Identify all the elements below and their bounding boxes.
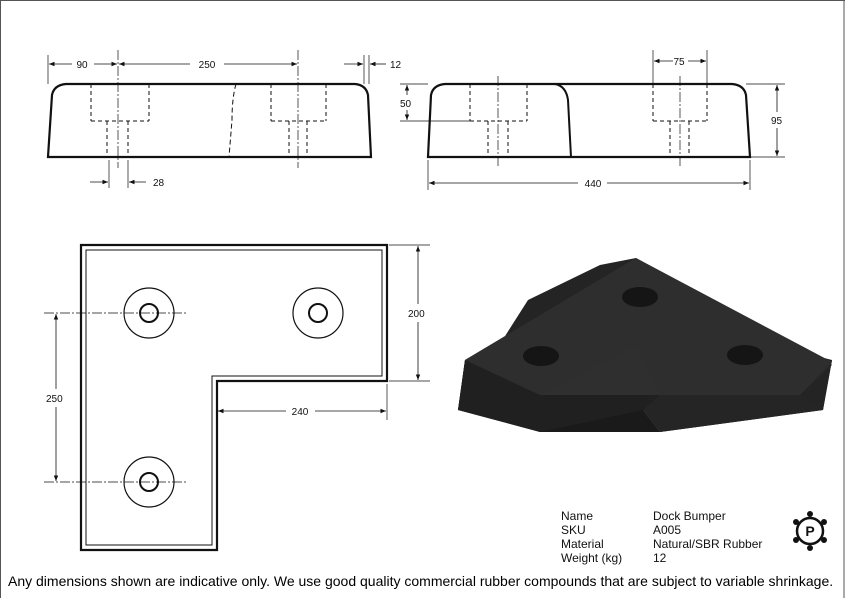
dim-label-90: 90 [76, 60, 88, 71]
dim-label-12: 12 [390, 60, 402, 71]
render-front-left-block [458, 360, 660, 432]
logo-letter: P [805, 523, 814, 539]
render-hole-left [523, 346, 559, 366]
plan-view-inner-outline [85, 249, 383, 546]
render-hole-right [727, 345, 763, 365]
dim-label-50: 50 [400, 99, 412, 110]
dim-label-250-top: 250 [199, 60, 216, 71]
dim-label-95: 95 [771, 116, 783, 127]
side-view-b-outline [426, 82, 752, 159]
side-view-b-joint [554, 83, 572, 158]
dim-label-440: 440 [585, 179, 602, 190]
side-view-a-outline [46, 82, 373, 159]
side-view-a-extension-lines [47, 55, 370, 188]
dim-label-250-plan: 250 [46, 394, 63, 405]
side-view-a-hole-right [270, 84, 327, 157]
side-view-b-extension-lines [400, 50, 785, 190]
plan-view-outline [79, 243, 389, 552]
spec-value-material: Natural/SBR Rubber [653, 537, 763, 551]
side-view-a-joint [228, 83, 237, 158]
spec-label-sku: SKU [561, 523, 586, 537]
plan-view-extension-lines [216, 244, 430, 420]
side-view-a [46, 50, 386, 188]
side-view-b [400, 50, 785, 190]
spec-value-weight: 12 [653, 551, 667, 565]
spec-value-name: Dock Bumper [653, 509, 726, 523]
dim-label-75: 75 [673, 57, 685, 68]
plan-view-centerlines [44, 312, 188, 483]
dim-label-28: 28 [153, 178, 165, 189]
brand-logo: P [793, 511, 827, 551]
side-view-b-hole-right [652, 84, 708, 157]
disclaimer-text: Any dimensions shown are indicative only… [8, 573, 834, 589]
side-view-b-centerlines [497, 76, 681, 166]
spec-label-material: Material [561, 537, 604, 551]
spec-label-name: Name [561, 509, 594, 523]
side-view-b-hole-left [469, 84, 528, 157]
render-hole-back [622, 287, 658, 307]
render-front-right-block [643, 395, 823, 432]
dim-label-240: 240 [292, 407, 309, 418]
spec-value-sku: A005 [653, 523, 682, 537]
side-view-a-hole-left [90, 84, 150, 157]
spec-label-weight: Weight (kg) [561, 551, 623, 565]
side-view-a-centerlines [117, 50, 299, 168]
hole-top-right [292, 287, 344, 339]
product-render [458, 258, 832, 432]
dim-label-200: 200 [408, 309, 425, 320]
plan-view [44, 243, 430, 552]
